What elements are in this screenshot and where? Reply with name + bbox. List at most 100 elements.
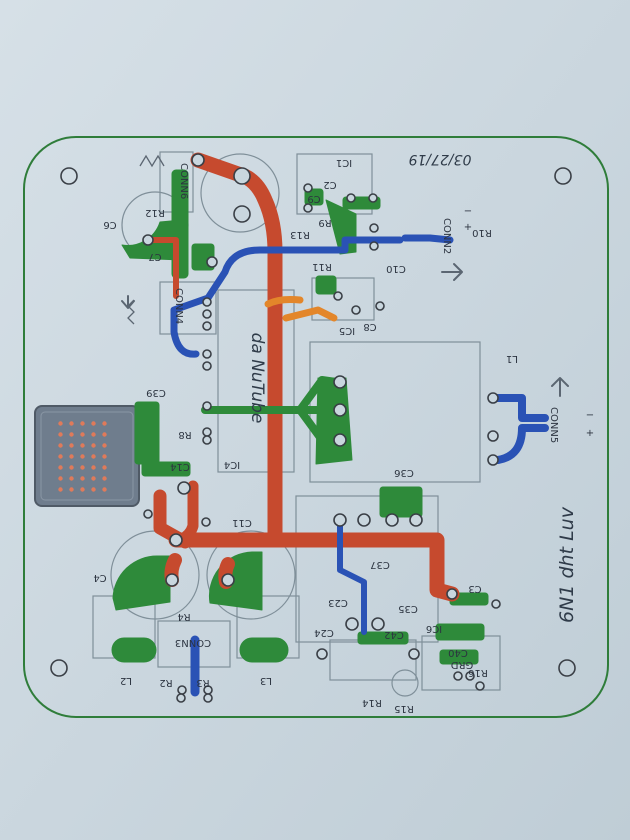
label-r9: R9 [318, 217, 331, 228]
label-conn6: CONN6 [178, 163, 189, 199]
arrow-down-icon [121, 295, 135, 309]
pad-16 [333, 513, 347, 527]
pad-8 [202, 349, 212, 359]
mounting-hole-top-right [554, 167, 572, 185]
pad-3 [142, 234, 154, 246]
board-name-label: 6N1 dht Luv [556, 506, 578, 623]
mounting-holes [50, 167, 576, 677]
pad-30 [491, 599, 501, 609]
label-plus-conn2: + [464, 222, 472, 233]
pad-9 [202, 361, 212, 371]
label-minus-conn5: − [586, 410, 594, 421]
label-c7: C7 [148, 251, 161, 262]
pad-32 [465, 671, 475, 681]
label-c39: C39 [146, 387, 166, 398]
label-conn3: CONN3 [175, 637, 211, 648]
mounting-hole-top-left [60, 167, 78, 185]
label-r2: R2 [159, 677, 172, 688]
label-grd: GRD [451, 659, 474, 670]
label-c36: C36 [394, 467, 414, 478]
pad-19 [409, 513, 423, 527]
pad-7 [202, 321, 212, 331]
arrow-up-icon [551, 377, 569, 397]
label-r16: R16 [468, 667, 488, 678]
green-traces [111, 169, 489, 665]
label-r15: R15 [394, 703, 414, 714]
pad-34 [345, 617, 359, 631]
label-c40: C40 [448, 647, 468, 658]
pad-43 [368, 193, 378, 203]
board-outline [23, 136, 609, 718]
label-r13: R13 [290, 229, 310, 240]
label-r14: R14 [362, 697, 382, 708]
label-ic5: IC5 [339, 325, 355, 336]
pad-50 [369, 241, 379, 251]
arrow-right-icon [441, 263, 463, 281]
silkscreen-labels: 03/27/19 6N1 dht Luv da NuTube CONN6 CON… [93, 151, 594, 714]
label-r8: R8 [178, 429, 191, 440]
pad-37 [408, 648, 420, 660]
pad-17 [357, 513, 371, 527]
label-r10: R10 [472, 227, 492, 238]
label-minus-conn2: − [464, 206, 472, 217]
pad-31 [453, 671, 463, 681]
label-c8: C8 [363, 321, 376, 332]
label-r11: R11 [312, 261, 332, 272]
pad-44 [303, 183, 313, 193]
pad-20 [169, 533, 183, 547]
pad-28 [487, 454, 499, 466]
mounting-hole-bottom-left [50, 659, 68, 677]
mounting-hole-bottom-right [558, 659, 576, 677]
pad-29 [446, 588, 458, 600]
pad-48 [375, 301, 385, 311]
pad-layer [142, 153, 501, 703]
pad-26 [487, 392, 499, 404]
label-c35: C35 [398, 603, 418, 614]
pad-24 [143, 509, 153, 519]
pad-22 [221, 573, 235, 587]
blue-traces [170, 234, 549, 697]
label-conn5: CONN5 [548, 407, 559, 443]
label-ic1: IC1 [336, 157, 352, 168]
pad-36 [316, 648, 328, 660]
resistor-symbols [127, 154, 165, 325]
pad-42 [346, 193, 356, 203]
pad-1 [233, 205, 251, 223]
pad-15 [333, 433, 347, 447]
pad-11 [202, 427, 212, 437]
maker-label: da NuTube [247, 333, 267, 424]
label-r4: R4 [177, 611, 190, 622]
pad-27 [487, 430, 499, 442]
pad-21 [165, 573, 179, 587]
pad-12 [202, 435, 212, 445]
label-conn4: CONN4 [173, 288, 184, 324]
pad-5 [202, 297, 212, 307]
pad-2 [191, 153, 205, 167]
label-l1: L1 [506, 353, 518, 364]
label-c9: C9 [307, 193, 320, 204]
pad-25 [201, 517, 211, 527]
pad-47 [351, 305, 361, 315]
label-c10: C10 [386, 263, 406, 274]
label-c14: C14 [170, 461, 190, 472]
label-c24: C24 [314, 627, 334, 638]
pad-35 [371, 617, 385, 631]
resistor-symbol-conn6 [139, 154, 165, 168]
pad-49 [369, 223, 379, 233]
pad-38 [177, 685, 187, 695]
pad-0 [233, 167, 251, 185]
label-ic4: IC4 [224, 459, 240, 470]
pad-13 [333, 375, 347, 389]
heatsink [34, 405, 140, 507]
label-c23: C23 [328, 597, 348, 608]
resistor-symbol-conn4 [127, 299, 135, 325]
pad-46 [333, 291, 343, 301]
pad-41 [203, 693, 213, 703]
pad-4 [206, 256, 218, 268]
label-c42: C42 [384, 629, 404, 640]
label-conn2: CONN2 [441, 218, 452, 254]
label-c2: C2 [323, 179, 336, 190]
date-label: 03/27/19 [408, 151, 471, 167]
pad-14 [333, 403, 347, 417]
